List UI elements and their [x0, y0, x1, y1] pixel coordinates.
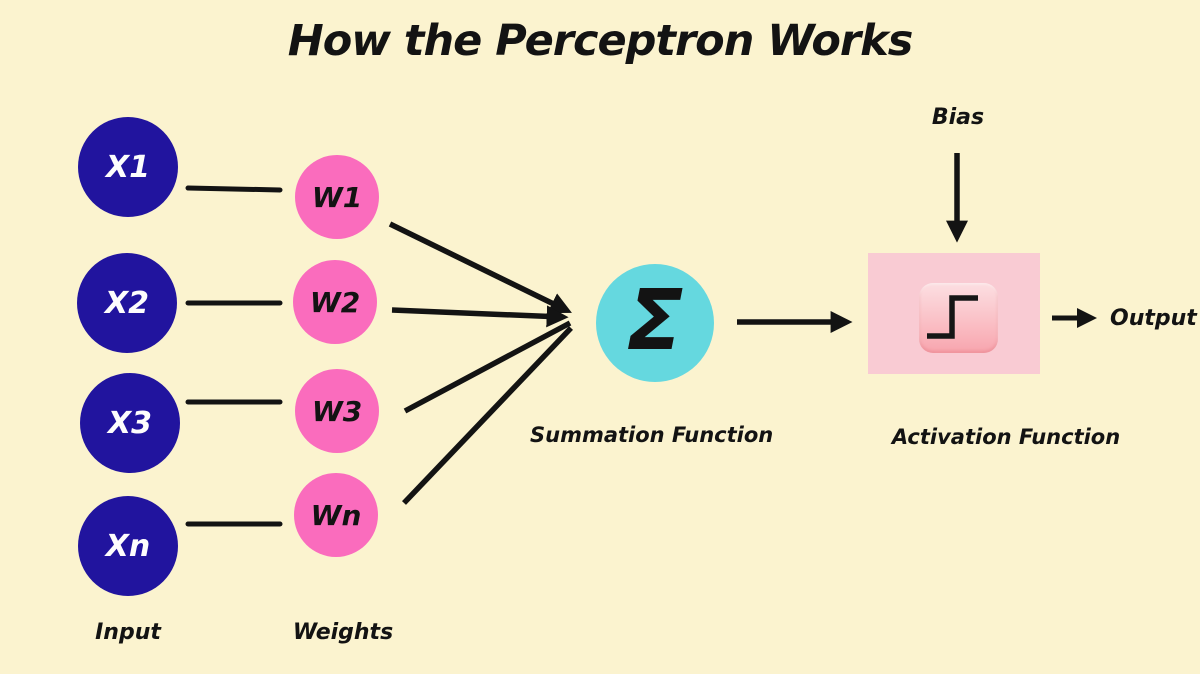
weight-node-w2: W2	[293, 260, 377, 344]
input-node-label: X3	[107, 405, 152, 441]
summation-caption: Summation Function	[530, 423, 774, 447]
input-node-label: X1	[105, 149, 150, 185]
input-node-label: Xn	[105, 528, 151, 564]
weight-node-label: W1	[311, 180, 363, 214]
w2-sum-arrow	[391, 305, 569, 328]
output-label: Output	[1110, 306, 1197, 331]
weight-node-w1: W1	[295, 155, 379, 239]
input-node-xn: Xn	[78, 496, 178, 596]
input-node-x2: X2	[77, 253, 177, 353]
weight-node-w3: W3	[295, 369, 379, 453]
sigma-symbol: Σ	[626, 271, 684, 369]
step-function-glyph	[927, 295, 978, 339]
wn-sum-arrow	[402, 326, 573, 505]
weights-column-label: Weights	[292, 620, 394, 645]
input-column-label: Input	[95, 620, 161, 645]
input-node-x1: X1	[78, 117, 178, 217]
diagram-title: How the Perceptron Works	[287, 16, 914, 66]
input-node-x3: X3	[80, 373, 180, 473]
activation-caption: Activation Function	[891, 425, 1121, 449]
weight-node-wn: Wn	[294, 473, 378, 557]
w1-sum-arrow	[388, 221, 572, 314]
step-function-icon	[919, 283, 998, 353]
activation-box	[868, 253, 1040, 374]
summation-node: Σ	[596, 264, 714, 382]
weight-node-label: W2	[309, 285, 361, 319]
weight-node-label: Wn	[310, 498, 362, 532]
w3-sum-arrow	[403, 320, 572, 414]
x1-w1-line	[185, 185, 283, 193]
weight-node-label: W3	[311, 394, 363, 428]
input-node-label: X2	[104, 285, 149, 321]
bias-label: Bias	[931, 105, 985, 130]
